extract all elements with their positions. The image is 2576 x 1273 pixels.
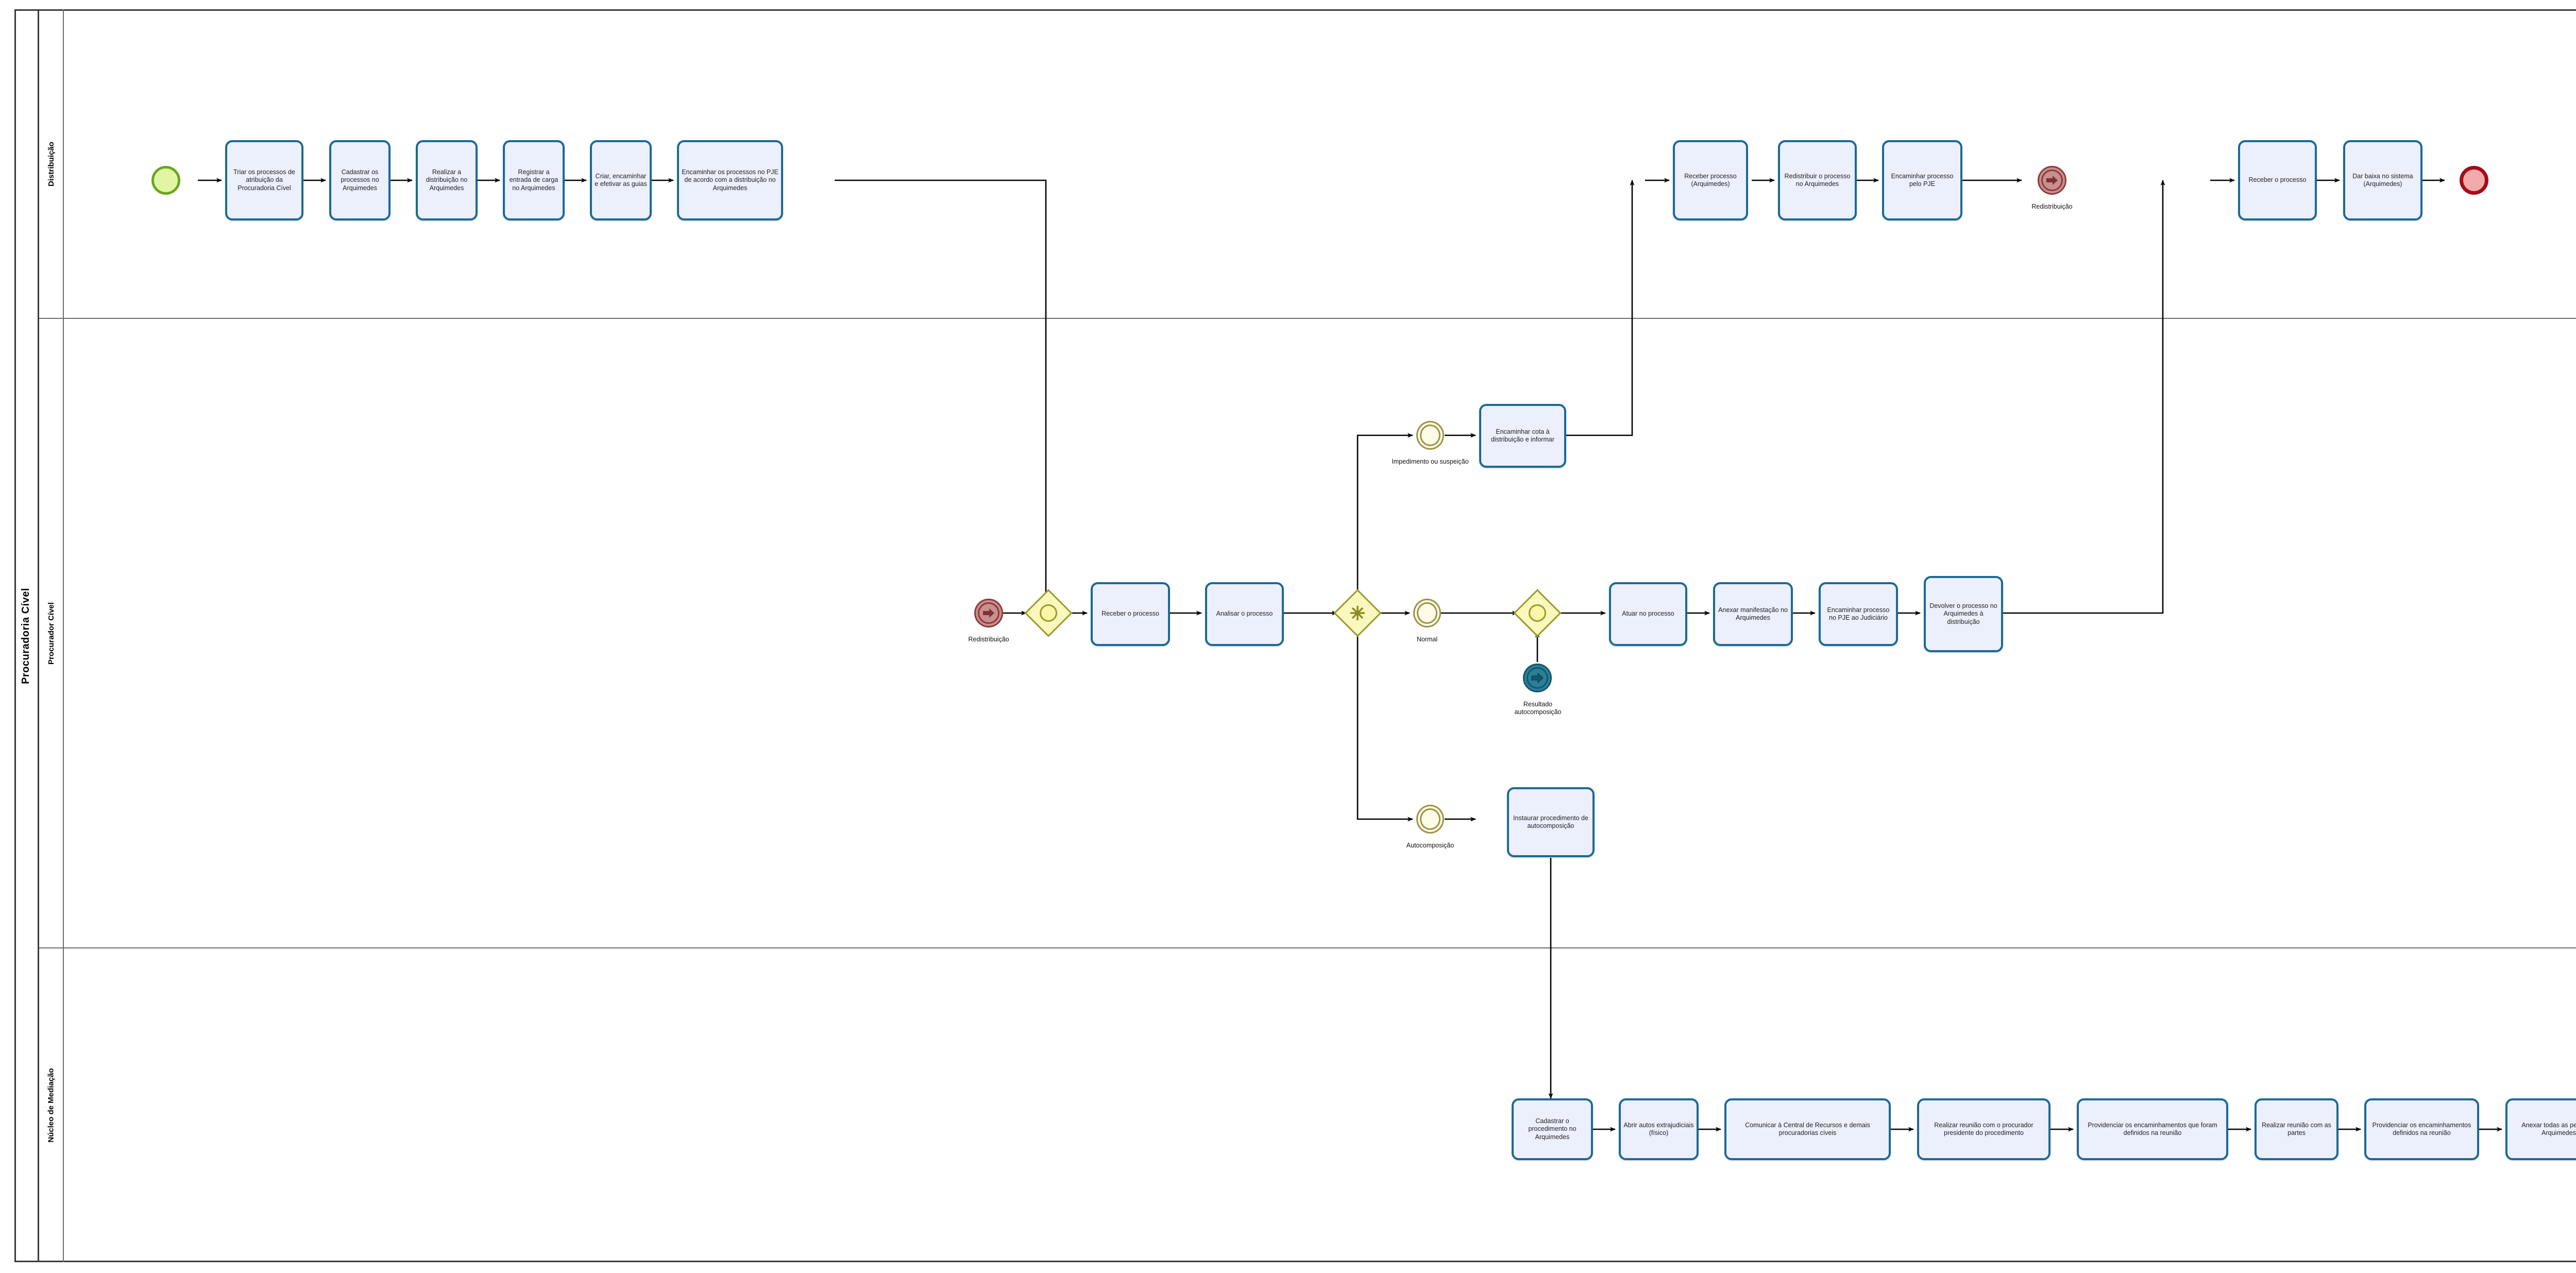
link-arrow-icon xyxy=(976,600,1002,626)
task-providenciar-encaminhamentos-reuniao-2[interactable]: Providenciar os encaminhamentos definido… xyxy=(2364,1098,2479,1160)
link-catch-event-redistribuicao[interactable] xyxy=(974,599,1003,627)
task-atuar-no-processo[interactable]: Atuar no processo xyxy=(1609,582,1687,646)
gateway-exclusive-circle-icon xyxy=(1520,596,1554,630)
task-realizar-reuniao-procurador-presidente[interactable]: Realizar reunião com o procurador presid… xyxy=(1917,1098,2050,1160)
intermediate-label-impedimento-suspeicao: Impedimento ou suspeição xyxy=(1392,458,1469,465)
lane-header-distribuicao: Distribuição xyxy=(39,9,64,318)
task-instaurar-procedimento-autocomposicao[interactable]: Instaurar procedimento de autocomposição xyxy=(1507,787,1595,857)
task-dar-baixa-sistema[interactable]: Dar baixa no sistema (Arquimedes) xyxy=(2343,140,2422,220)
intermediate-event-impedimento-suspeicao[interactable] xyxy=(1416,421,1444,450)
gateway-exclusive-merge[interactable] xyxy=(1024,589,1073,637)
task-realizar-distribuicao[interactable]: Realizar a distribuição no Arquimedes xyxy=(416,140,478,220)
gateway-complex-asterisk-icon xyxy=(1341,596,1375,630)
task-receber-o-processo-dist[interactable]: Receber o processo xyxy=(2238,140,2317,220)
task-receber-processo-proc[interactable]: Receber o processo xyxy=(1091,582,1170,646)
task-anexar-manifestacao[interactable]: Anexar manifestação no Arquimedes xyxy=(1713,582,1793,646)
task-registrar-entrada-carga[interactable]: Registrar a entrada de carga no Arquimed… xyxy=(503,140,565,220)
lane-label-nucleo: Núcleo de Mediação xyxy=(46,1067,56,1143)
lane-header-nucleo: Núcleo de Mediação xyxy=(39,948,64,1262)
task-encaminhar-cota-distribuicao[interactable]: Encaminhar cota à distribuição e informa… xyxy=(1479,404,1566,468)
task-abrir-autos-extrajudiciais[interactable]: Abrir autos extrajudiciais (físico) xyxy=(1619,1098,1699,1160)
pool-procuradoria-civel xyxy=(14,9,2576,1262)
lane-header-procurador: Procurador Cível xyxy=(39,318,64,948)
gateway-complex-split[interactable] xyxy=(1333,589,1382,637)
intermediate-event-normal[interactable] xyxy=(1413,599,1441,627)
link-arrow-icon xyxy=(1524,665,1550,691)
gateway-exclusive-circle-icon xyxy=(1031,596,1065,630)
intermediate-label-normal: Normal xyxy=(1416,636,1438,643)
link-catch-event-resultado-autocomposicao[interactable] xyxy=(1523,664,1552,692)
intermediate-label-autocomposicao: Autocomposição xyxy=(1406,842,1454,849)
task-encaminhar-processos-pje[interactable]: Encaminhar os processos no PJE de acordo… xyxy=(677,140,783,220)
link-arrow-icon xyxy=(2039,167,2065,193)
link-catch-label-resultado-autocomposicao: Resultado autocomposição xyxy=(1514,701,1562,716)
task-criar-guias[interactable]: Criar, encaminhar e efetivar as guias xyxy=(590,140,652,220)
lane-label-procurador: Procurador Cível xyxy=(46,602,56,665)
task-comunicar-central-recursos-1[interactable]: Comunicar à Central de Recursos e demais… xyxy=(1724,1098,1891,1160)
end-event-distribuicao[interactable] xyxy=(2460,166,2488,195)
task-cadastrar-procedimento-arquimedes[interactable]: Cadastrar o procedimento no Arquimedes xyxy=(1512,1098,1593,1160)
lane-separator-2 xyxy=(39,947,2576,948)
start-event[interactable] xyxy=(151,166,180,195)
lane-separator-1 xyxy=(39,318,2576,319)
link-throw-label-redistribuicao: Redistribuição xyxy=(2031,203,2073,210)
task-cadastrar-processos[interactable]: Cadastrar os processos no Arquimedes xyxy=(329,140,391,220)
task-analisar-processo[interactable]: Analisar o processo xyxy=(1205,582,1284,646)
intermediate-event-autocomposicao[interactable] xyxy=(1416,805,1444,834)
task-encaminhar-processo-pje[interactable]: Encaminhar processo pelo PJE xyxy=(1882,140,1962,220)
task-anexar-pecas-arquimedes[interactable]: Anexar todas as peças no Arquimedes xyxy=(2505,1098,2576,1160)
lane-label-distribuicao: Distribuição xyxy=(46,141,56,186)
link-catch-label-redistribuicao: Redistribuição xyxy=(968,636,1009,643)
link-throw-event-redistribuicao[interactable] xyxy=(2038,166,2066,195)
pool-label-text: Procuradoria Cível xyxy=(20,587,31,684)
task-encaminhar-processo-judiciario[interactable]: Encaminhar processo no PJE ao Judiciário xyxy=(1819,582,1898,646)
pool-label: Procuradoria Cível xyxy=(14,9,39,1262)
gateway-exclusive-join-autocomposicao[interactable] xyxy=(1513,589,1562,637)
task-receber-processo-arquimedes[interactable]: Receber processo (Arquimedes) xyxy=(1673,140,1748,220)
task-providenciar-encaminhamentos-reuniao-1[interactable]: Providenciar os encaminhamentos que fora… xyxy=(2077,1098,2228,1160)
task-triar-processos[interactable]: Triar os processos de atribuição da Proc… xyxy=(225,140,303,220)
task-redistribuir-processo-arquimedes[interactable]: Redistribuir o processo no Arquimedes xyxy=(1778,140,1857,220)
task-devolver-processo-distribuicao[interactable]: Devolver o processo no Arquimedes à dist… xyxy=(1924,576,2003,652)
task-realizar-reuniao-partes[interactable]: Realizar reunião com as partes xyxy=(2255,1098,2338,1160)
